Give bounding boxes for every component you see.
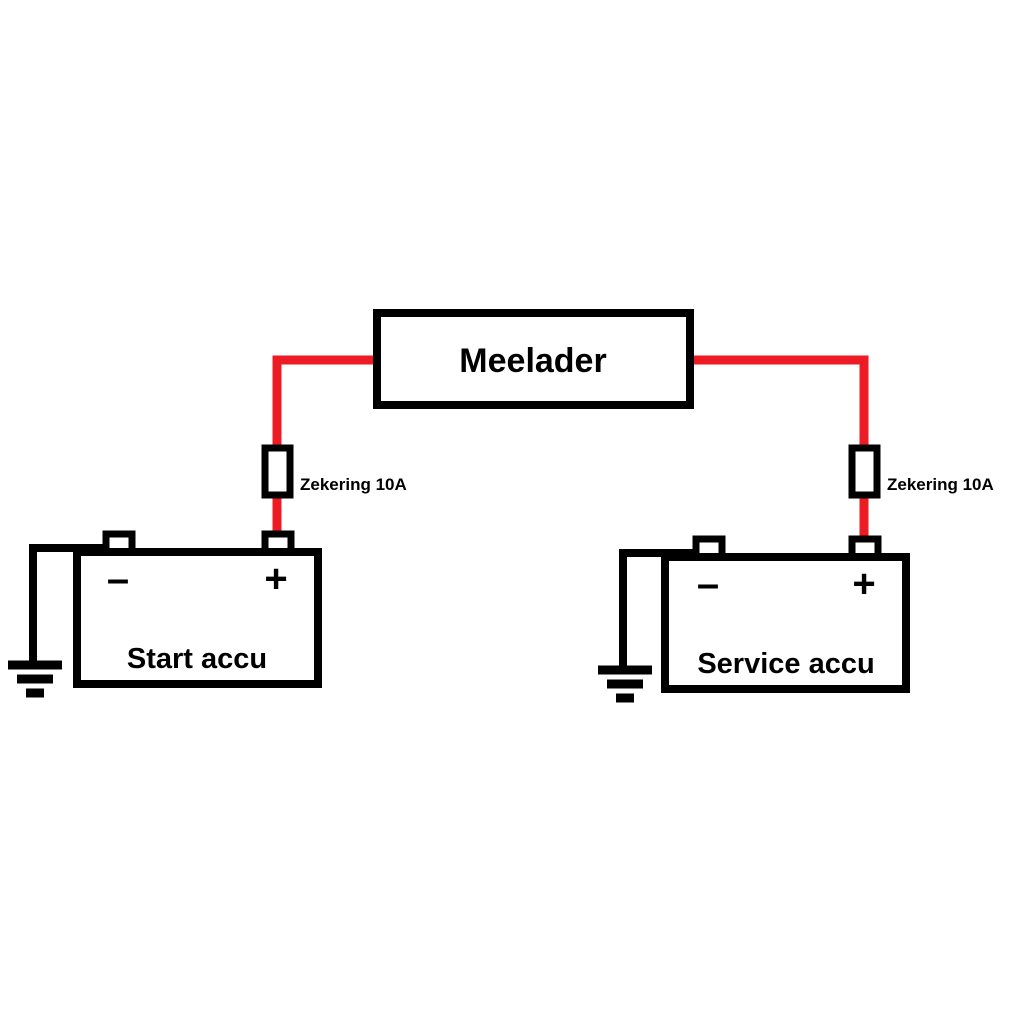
positive-wire-right [690, 355, 869, 450]
charger-label: Meelader [459, 342, 606, 380]
battery-start-body[interactable] [73, 548, 322, 688]
battery-service-body[interactable] [661, 553, 910, 693]
charger-box[interactable] [373, 309, 694, 409]
battery-start-label: Start accu [127, 643, 267, 675]
battery-service-negative-symbol: – [697, 562, 719, 606]
battery-start-negative-symbol: – [107, 557, 129, 601]
fuse-right-body[interactable] [848, 444, 881, 499]
battery-service-positive-symbol: + [852, 562, 875, 606]
ground-right [598, 665, 652, 703]
ground-left [8, 660, 62, 698]
fuse-left-label: Zekering 10A [300, 475, 407, 494]
battery-service-label: Service accu [697, 648, 874, 680]
battery-start[interactable]: – + Start accu [73, 530, 322, 688]
positive-wire-left [272, 355, 377, 450]
battery-start-positive-symbol: + [264, 557, 287, 601]
fuse-left-body[interactable] [261, 444, 294, 499]
battery-service[interactable]: – + Service accu [661, 535, 910, 693]
fuse-right-label: Zekering 10A [887, 475, 994, 494]
